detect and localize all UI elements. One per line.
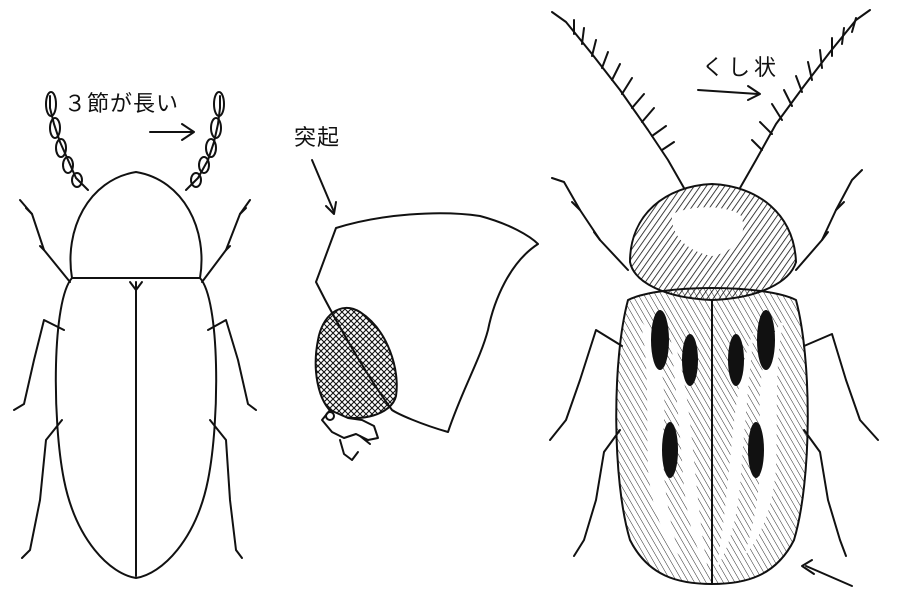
process-note: 突起	[294, 120, 340, 152]
comb-arrow	[698, 90, 758, 94]
elytra-arrow	[806, 566, 852, 586]
process-arrow	[312, 160, 334, 212]
legs-right	[796, 170, 878, 556]
beetle-pectinate	[550, 10, 878, 586]
pectinate-antenna-left	[552, 12, 684, 188]
pectinate-antenna-right	[740, 10, 870, 188]
antenna-segment-note: ３節が長い	[64, 86, 179, 118]
right-antenna	[186, 92, 224, 190]
legs-left	[550, 178, 628, 556]
beetle-head-side	[312, 160, 538, 460]
pronotum	[70, 172, 201, 278]
beetle-outline	[14, 92, 256, 578]
comb-antenna-note: くし状	[702, 50, 780, 82]
